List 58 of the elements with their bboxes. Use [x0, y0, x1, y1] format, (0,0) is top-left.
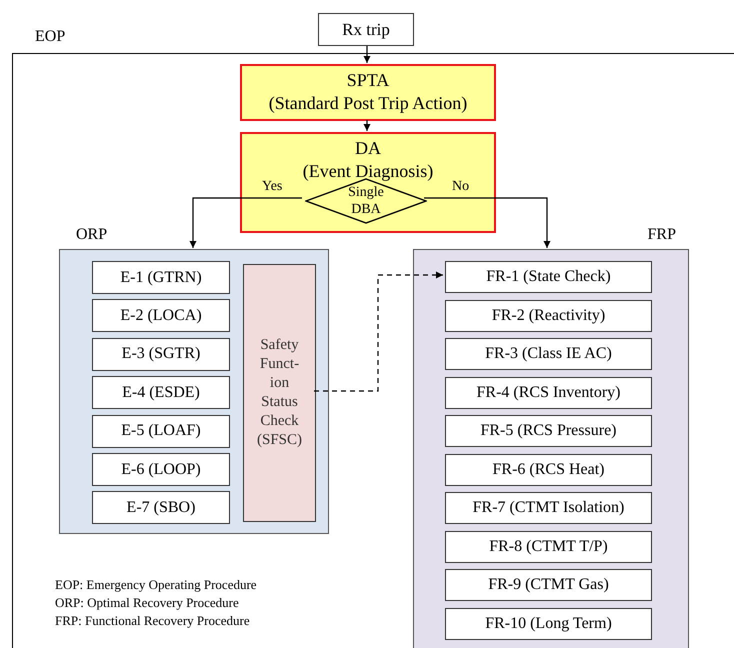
panel-heading: EOP	[35, 29, 66, 45]
process-box	[92, 376, 230, 410]
process-box	[92, 414, 230, 448]
edge-label: Yes	[262, 180, 282, 194]
abbreviation-note: FRP: Functional Recovery Procedure	[55, 612, 251, 630]
panel-heading: FRP	[648, 227, 676, 243]
process-box	[243, 264, 316, 522]
box-text: FR-1 (State Check)	[486, 267, 611, 287]
process-box	[92, 299, 230, 332]
box-text: E-4 (ESDE)	[122, 382, 200, 403]
process-box	[318, 13, 414, 46]
box-subtitle: (Standard Post Trip Action)	[268, 92, 468, 115]
edge-label: No	[452, 180, 470, 194]
box-title: SPTA	[346, 69, 390, 92]
box-text: FR-9 (CTMT Gas)	[488, 575, 609, 595]
box-text: FR-4 (RCS Inventory)	[476, 382, 620, 402]
process-box	[445, 530, 652, 562]
arrow	[424, 197, 550, 248]
process-box	[445, 608, 652, 640]
box-title: DA	[355, 137, 381, 160]
process-box	[445, 415, 652, 447]
box-text: E-6 (LOOP)	[121, 460, 201, 480]
box-text: FR-6 (RCS Heat)	[492, 460, 604, 480]
box-text: E-3 (SGTR)	[122, 344, 200, 364]
process-box	[445, 569, 652, 601]
box-text: FR-5 (RCS Pressure)	[480, 421, 616, 441]
process-box	[92, 261, 230, 294]
process-box	[445, 338, 652, 370]
box-text: FR-3 (Class IE AC)	[485, 344, 612, 364]
box-text: E-5 (LOAF)	[121, 421, 201, 442]
arrow	[364, 46, 370, 63]
action-box	[240, 132, 496, 233]
abbreviation-note: ORP: Optimal Recovery Procedure	[55, 594, 240, 612]
process-box	[92, 491, 230, 524]
process-box	[445, 261, 652, 293]
process-box	[445, 454, 652, 486]
arrow	[190, 197, 302, 248]
box-text: E-1 (GTRN)	[120, 268, 202, 288]
box-subtitle: (Event Diagnosis)	[302, 160, 434, 183]
box-text: FR-8 (CTMT T/P)	[489, 536, 608, 556]
box-text: FR-2 (Reactivity)	[492, 306, 606, 326]
box-text: Safety Funct- ion Status Check (SFSC)	[256, 336, 304, 450]
box-text: Rx trip	[342, 18, 390, 41]
box-text: FR-10 (Long Term)	[485, 614, 612, 634]
action-box	[240, 64, 496, 121]
process-box	[445, 492, 652, 524]
decision-text: Single DBA	[347, 184, 385, 218]
process-box	[92, 338, 230, 371]
process-box	[445, 300, 652, 332]
abbreviation-note: EOP: Emergency Operating Procedure	[55, 576, 257, 594]
box-text: E-7 (SBO)	[126, 498, 196, 518]
box-text: FR-7 (CTMT Isolation)	[472, 498, 624, 518]
box-text: E-2 (LOCA)	[120, 306, 202, 326]
process-box	[92, 453, 230, 486]
arrow	[364, 120, 370, 131]
process-box	[445, 376, 652, 408]
arrow	[314, 272, 443, 392]
panel-heading: ORP	[76, 227, 108, 243]
